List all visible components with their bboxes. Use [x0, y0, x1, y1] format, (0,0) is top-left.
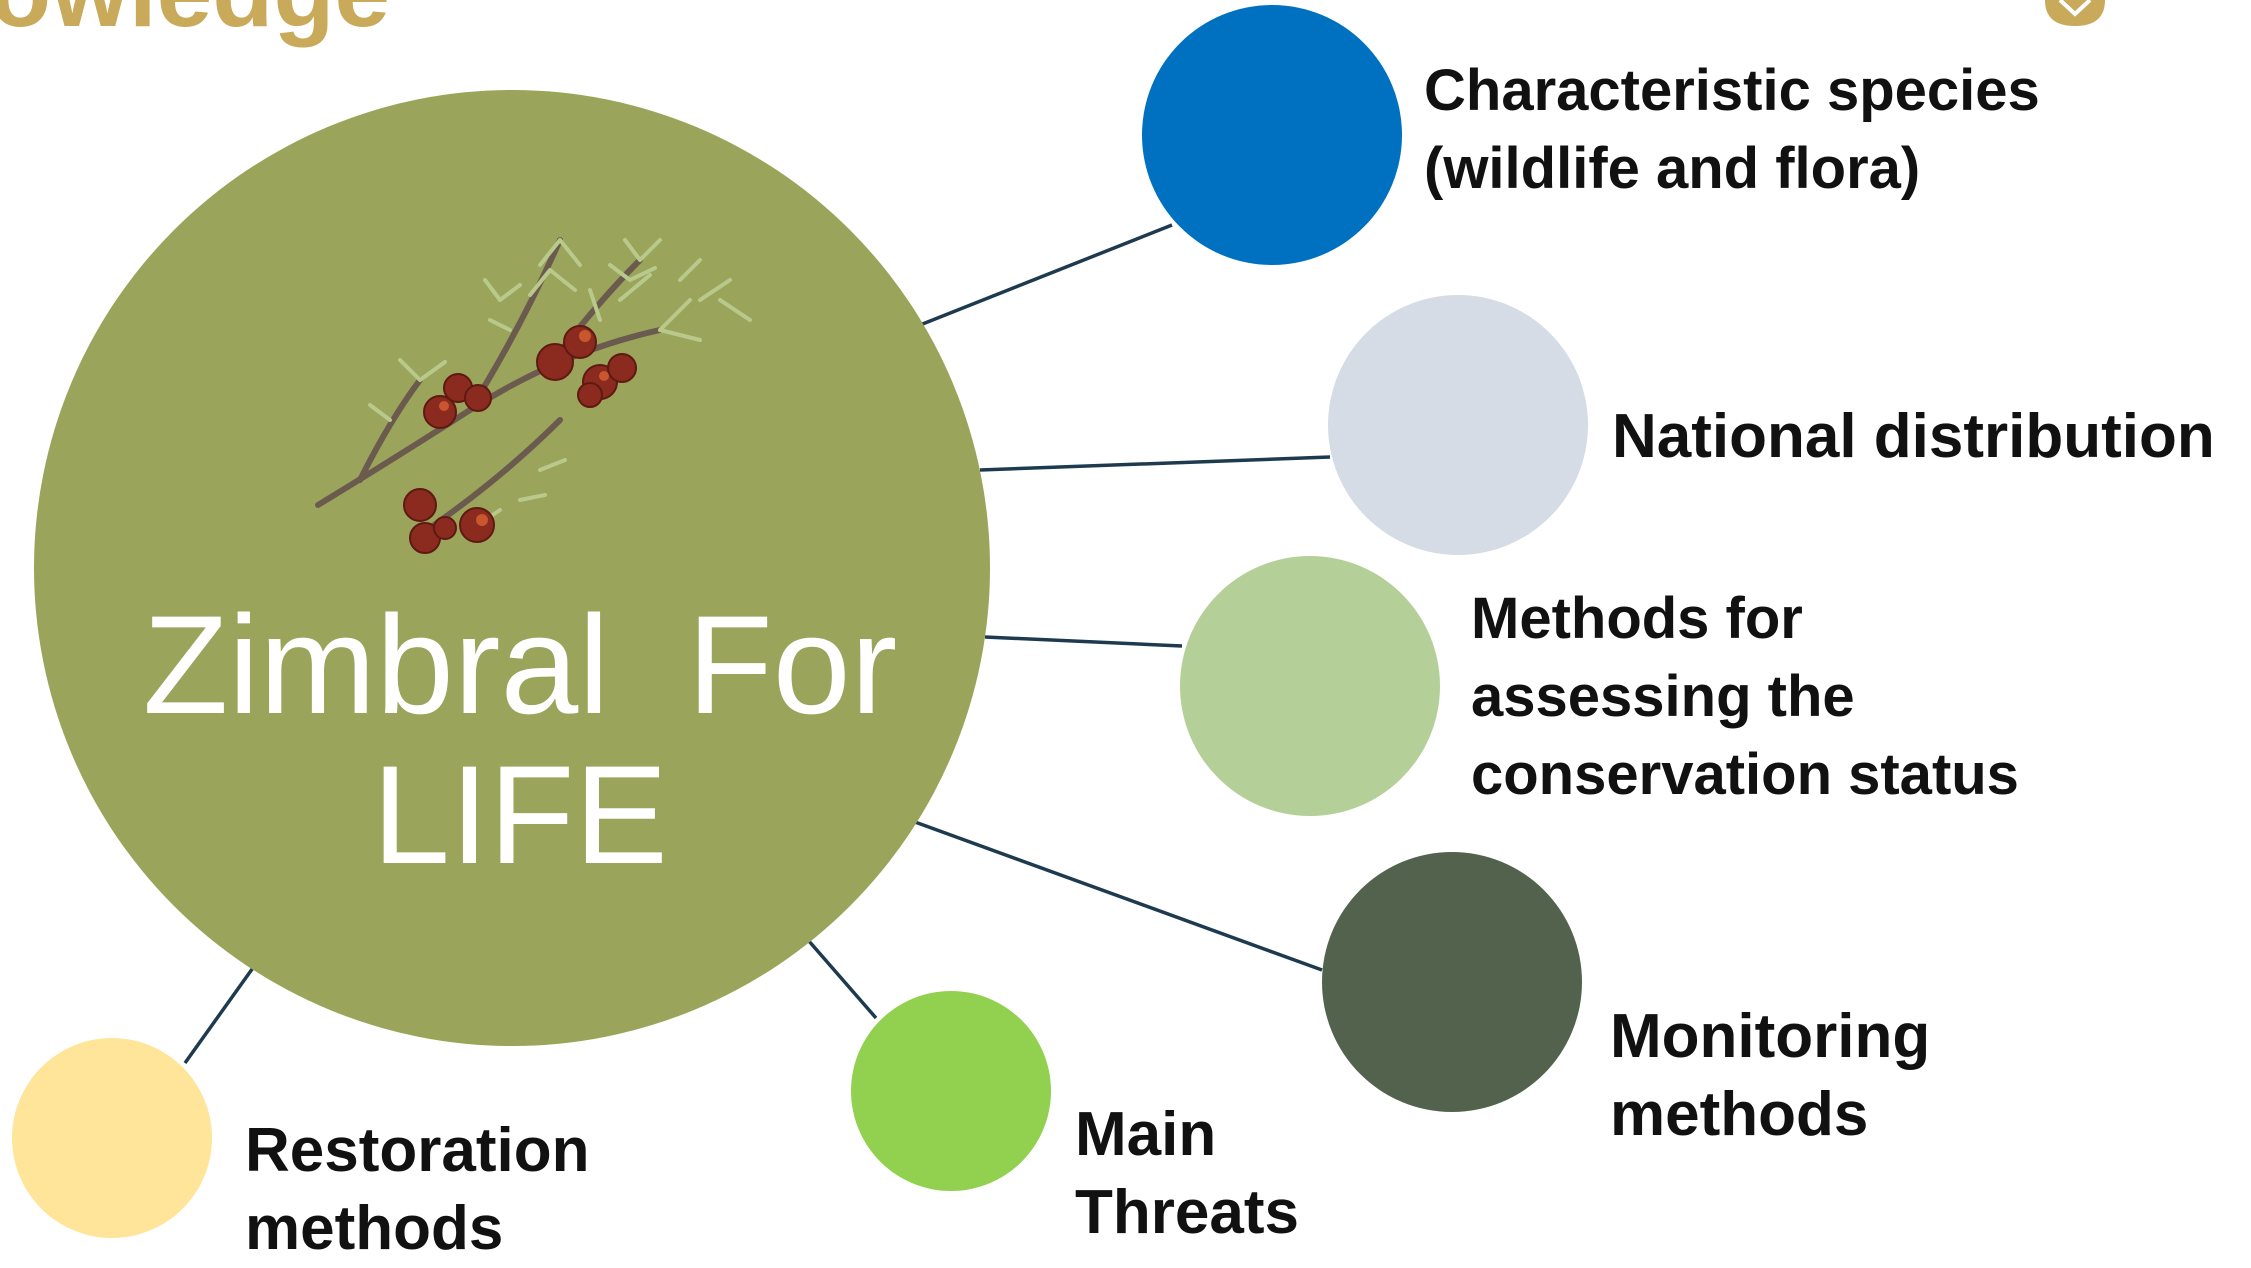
center-title-line-1: Zimbral For — [142, 586, 898, 743]
juniper-branch-icon — [315, 237, 752, 554]
distribution-circle — [1328, 295, 1588, 555]
monitoring-circle — [1322, 852, 1582, 1112]
connector-threats — [806, 938, 878, 1020]
topic-label-line: methods — [1610, 1080, 1869, 1149]
page-title-partial: owledge — [0, 0, 390, 42]
topic-label-line: Characteristic species — [1424, 58, 2040, 123]
connector-lines — [183, 223, 1331, 1065]
topic-label-line: (wildlife and flora) — [1424, 136, 1921, 201]
topic-label-line: conservation status — [1471, 742, 2019, 807]
threats-circle — [851, 991, 1051, 1191]
connector-monitoring — [914, 820, 1323, 972]
topic-label-line: Main — [1075, 1100, 1217, 1169]
topic-label-line: methods — [245, 1194, 504, 1263]
assessment-circle — [1180, 556, 1440, 816]
corner-ornament-mark-icon — [2058, 0, 2092, 17]
center-circle — [34, 90, 990, 1046]
topic-label-line: Restoration — [245, 1116, 590, 1185]
connector-species — [919, 223, 1173, 327]
topic-label-line: Threats — [1075, 1178, 1299, 1247]
connector-distribution — [979, 455, 1331, 472]
topic-label-species: Characteristic species (wildlife and flo… — [1424, 52, 2040, 208]
topic-label-restoration: Restoration methods — [245, 1112, 589, 1268]
topic-label-line: assessing the — [1471, 664, 1855, 729]
species-circle — [1142, 5, 1402, 265]
topic-label-assessment: Methods for assessing the conservation s… — [1471, 580, 2019, 814]
topic-label-threats: Main Threats — [1075, 1096, 1299, 1252]
center-title: Zimbral For LIFE — [80, 590, 960, 890]
topic-label-line: Monitoring — [1610, 1002, 1931, 1071]
connector-restoration — [183, 963, 257, 1065]
topic-label-distribution: National distribution — [1612, 398, 2215, 476]
topic-label-line: National distribution — [1612, 402, 2215, 471]
topic-label-monitoring: Monitoring methods — [1610, 998, 1930, 1154]
topic-label-line: Methods for — [1471, 586, 1803, 651]
restoration-circle — [12, 1038, 212, 1238]
connector-assessment — [984, 635, 1183, 648]
center-title-line-2: LIFE — [372, 736, 668, 893]
